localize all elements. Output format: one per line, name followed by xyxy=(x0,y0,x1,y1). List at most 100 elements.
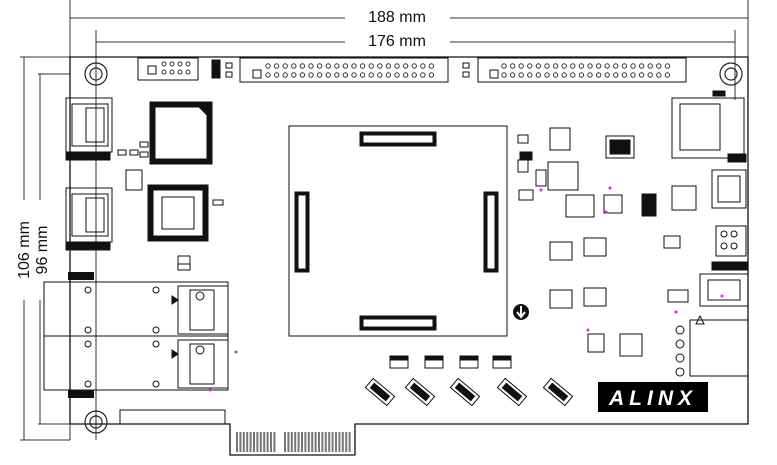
header-pin xyxy=(325,63,331,69)
header-pin xyxy=(265,63,271,69)
jtag-header xyxy=(137,57,221,81)
dimension-inner-width: 176 mm xyxy=(368,33,426,50)
push-button xyxy=(404,377,436,407)
header-pin xyxy=(509,72,516,78)
header-pin xyxy=(630,72,636,78)
label-block-2 xyxy=(68,390,94,398)
header-pin xyxy=(527,63,533,69)
header-pin xyxy=(561,72,567,78)
qfp-chip-lower xyxy=(147,184,209,242)
header-pin xyxy=(604,63,610,69)
pcie-finger xyxy=(290,432,293,452)
header-pin xyxy=(368,63,374,69)
header-pin xyxy=(394,63,400,69)
header-pin xyxy=(325,72,331,78)
header-pin xyxy=(544,72,550,78)
header-pin xyxy=(570,72,576,78)
small-ic-left xyxy=(117,141,224,271)
header-pin xyxy=(273,63,280,69)
header-small-parts xyxy=(225,62,726,97)
header-pin xyxy=(282,63,288,69)
push-button xyxy=(542,377,574,407)
pcie-finger xyxy=(324,432,327,452)
header-pin xyxy=(544,63,550,69)
pcie-finger xyxy=(335,432,337,452)
qfp-chip-upper xyxy=(149,101,213,165)
header-pin xyxy=(385,63,392,69)
mounting-hole-icon xyxy=(84,62,743,434)
header-pin xyxy=(664,63,671,69)
header-pin xyxy=(359,72,366,78)
pcie-finger xyxy=(301,432,303,452)
dimension-lines xyxy=(20,0,749,441)
header-pin xyxy=(282,72,288,78)
logo-text: ALINX xyxy=(608,387,697,410)
header-pin xyxy=(351,72,357,78)
pcie-finger xyxy=(294,432,297,452)
pcie-finger xyxy=(345,432,348,452)
pcie-finger xyxy=(304,432,307,452)
header-pin xyxy=(578,63,585,69)
hdmi-connector-top xyxy=(65,97,113,161)
header-pin xyxy=(587,63,593,69)
header-pin xyxy=(638,63,645,69)
pcie-finger xyxy=(242,432,245,452)
pcie-finger xyxy=(246,432,249,452)
pcie-finger xyxy=(341,432,344,452)
pcie-finger xyxy=(259,432,262,452)
pcie-finger xyxy=(256,432,259,452)
pcie-finger xyxy=(314,432,317,452)
header-pin xyxy=(621,63,628,69)
header-pin xyxy=(394,72,400,78)
header-pin xyxy=(420,72,426,78)
pcie-finger xyxy=(284,432,286,452)
header-pin xyxy=(552,72,559,78)
header-pin xyxy=(509,63,516,69)
push-button xyxy=(364,377,396,407)
header-pin xyxy=(291,72,297,78)
header-pin xyxy=(385,72,392,78)
led-row xyxy=(389,355,512,369)
dimension-outer-height: 106 mm xyxy=(16,221,33,279)
expansion-header-left xyxy=(239,57,449,83)
usb-connector xyxy=(711,169,747,209)
header-pin xyxy=(377,63,383,69)
header-pin xyxy=(334,63,340,69)
pcie-finger xyxy=(287,432,290,452)
header-pin xyxy=(535,63,542,69)
header-pin xyxy=(368,72,374,78)
pcie-finger xyxy=(328,432,331,452)
pcie-finger xyxy=(338,432,341,452)
header-pin xyxy=(656,72,662,78)
expansion-header-right xyxy=(477,57,687,83)
diagonal-buttons xyxy=(364,377,574,407)
pcie-finger xyxy=(239,432,242,452)
label-block xyxy=(68,272,94,280)
pcie-finger xyxy=(273,432,276,452)
ethernet-jack xyxy=(671,97,747,163)
header-pin xyxy=(656,63,662,69)
header-pin xyxy=(411,63,417,69)
pcie-finger xyxy=(266,432,269,452)
header-pin xyxy=(647,63,653,69)
header-pin xyxy=(299,72,306,78)
header-pin xyxy=(299,63,306,69)
core-module xyxy=(288,125,508,337)
pcie-finger xyxy=(311,432,314,452)
header-pin xyxy=(377,72,383,78)
pcie-finger xyxy=(270,432,272,452)
pcie-fingers-group xyxy=(236,432,351,452)
power-section xyxy=(517,127,697,357)
header-pin xyxy=(420,63,426,69)
header-pin xyxy=(411,72,417,78)
header-pin xyxy=(501,63,507,69)
alinx-logo: ALINX xyxy=(598,382,708,412)
header-pin xyxy=(265,72,271,78)
header-pin xyxy=(595,63,602,69)
dimension-outer-width: 188 mm xyxy=(368,9,426,26)
header-pin xyxy=(570,63,576,69)
header-pin xyxy=(604,72,610,78)
pcie-finger xyxy=(253,432,255,452)
header-pin xyxy=(621,72,628,78)
